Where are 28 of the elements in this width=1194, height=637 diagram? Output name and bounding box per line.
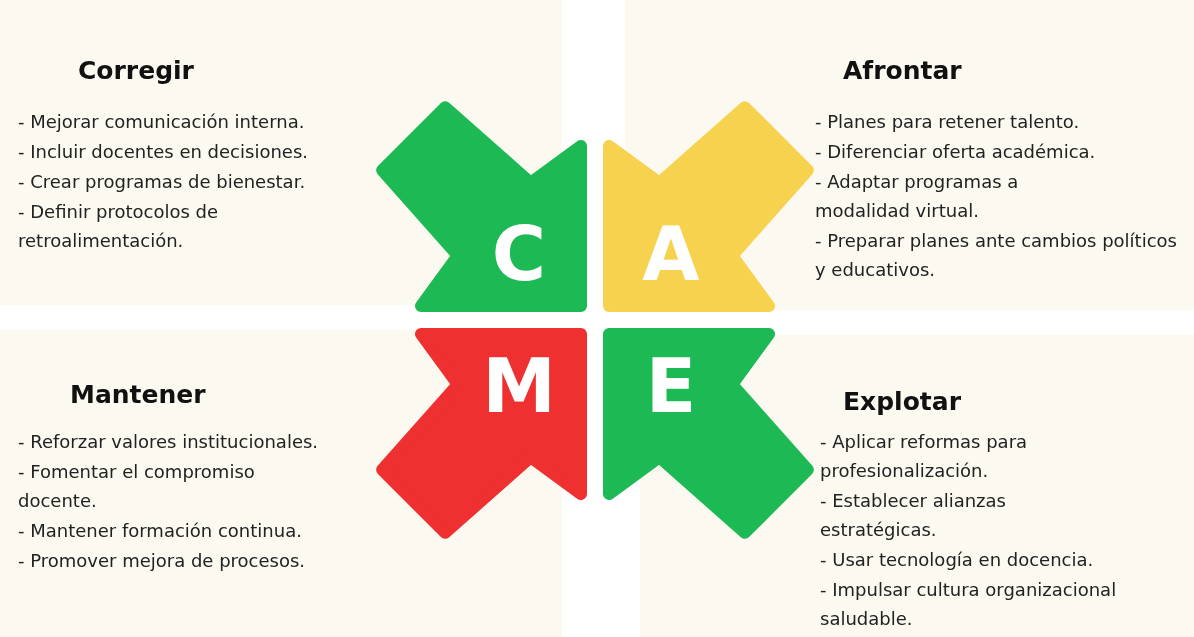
bullet-item: - Preparar planes ante cambios políticos y educativos. xyxy=(815,229,1178,282)
bullet-item: - Mejorar comunicación interna. xyxy=(18,110,305,134)
bullet-item: - Usar tecnología en docencia. xyxy=(820,548,1094,572)
corner-arrow-shape xyxy=(375,100,587,312)
bullet-item: - Reforzar valores institucionales. xyxy=(18,430,319,454)
bullet-item: - Planes para retener talento. xyxy=(815,110,1080,134)
bullet-item: - Promover mejora de procesos. xyxy=(18,549,306,573)
bullet-item: - Crear programas de bienestar. xyxy=(18,170,306,194)
corner-arrow-shape xyxy=(603,100,815,312)
bullet-item: - Incluir docentes en decisiones. xyxy=(18,140,308,164)
arrow-letter: M xyxy=(482,349,556,423)
arrow-letter: A xyxy=(642,217,700,291)
bullet-item: - Fomentar el compromiso docente. xyxy=(18,460,256,513)
bullet-item: - Aplicar reformas para profesionalización. xyxy=(820,430,1029,483)
arrow-letter: C xyxy=(491,217,547,291)
panel-heading: Corregir xyxy=(78,56,194,85)
panel-heading: Afrontar xyxy=(843,56,962,85)
corner-arrow-shape xyxy=(603,328,815,540)
bullet-item: - Diferenciar oferta académica. xyxy=(815,140,1096,164)
bullet-item: - Mantener formación continua. xyxy=(18,519,302,543)
arrow-letter: E xyxy=(645,349,697,423)
panel-heading: Explotar xyxy=(843,387,961,416)
bullet-item: - Adaptar programas a modalidad virtual. xyxy=(815,170,1020,223)
bullet-item: - Definir protocolos de retroalimentación. xyxy=(18,200,220,253)
bullet-item: - Establecer alianzas estratégicas. xyxy=(820,489,1007,542)
panel-heading: Mantener xyxy=(70,380,206,409)
bullet-item: - Impulsar cultura organizacional saludable. xyxy=(820,578,1118,631)
corner-arrow-shape xyxy=(375,328,587,540)
